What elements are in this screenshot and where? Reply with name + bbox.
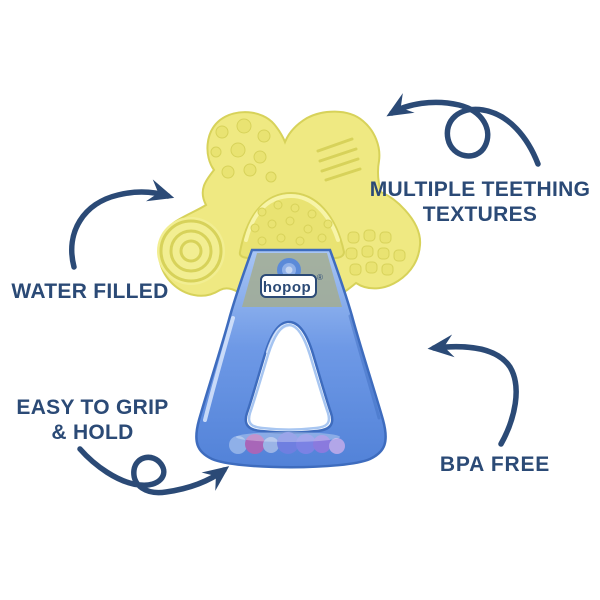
bead <box>277 432 299 454</box>
brand-logo-text: hopop <box>263 279 311 296</box>
bead <box>263 437 279 453</box>
label-line: TEXTURES <box>422 203 538 226</box>
handle-highlight-left <box>203 316 235 422</box>
bead <box>313 435 331 453</box>
label-line: MULTIPLE TEETHING <box>369 178 591 201</box>
bead <box>329 438 345 454</box>
inner-hole-rim <box>247 323 331 431</box>
arrow-easy-grip <box>77 446 230 496</box>
label-multiple-teething-textures: MULTIPLE TEETHING TEXTURES <box>345 177 600 227</box>
teether-handle-blue: hopop ® <box>195 248 387 469</box>
label-line: & HOLD <box>51 421 134 444</box>
arrow-bpa-free <box>427 334 519 447</box>
handle-shade-right <box>348 314 381 420</box>
dome-highlight <box>244 193 340 242</box>
label-bpa-free: BPA FREE <box>439 453 551 476</box>
arrow-water-filled <box>69 179 175 270</box>
registered-trademark: ® <box>317 273 323 282</box>
teether-head-yellow <box>157 110 422 297</box>
label-easy-to-grip: EASY TO GRIP & HOLD <box>5 395 180 445</box>
tube-sheen <box>236 432 340 442</box>
bead <box>296 434 316 454</box>
bead <box>245 434 265 454</box>
texture-bumps-right-arm <box>345 229 406 276</box>
bead <box>229 436 247 454</box>
annotation-arrows <box>69 93 541 496</box>
texture-ridges <box>316 137 362 182</box>
arrow-teething-textures <box>386 93 541 167</box>
texture-bumps-top-lobe <box>210 118 277 183</box>
brand-badge: hopop ® <box>260 273 323 298</box>
water-chamber-rings <box>157 217 225 285</box>
rattle-beads <box>229 432 345 454</box>
label-water-filled: WATER FILLED <box>11 280 169 303</box>
label-line: EASY TO GRIP <box>16 396 169 419</box>
texture-bumps-dome <box>250 200 333 246</box>
